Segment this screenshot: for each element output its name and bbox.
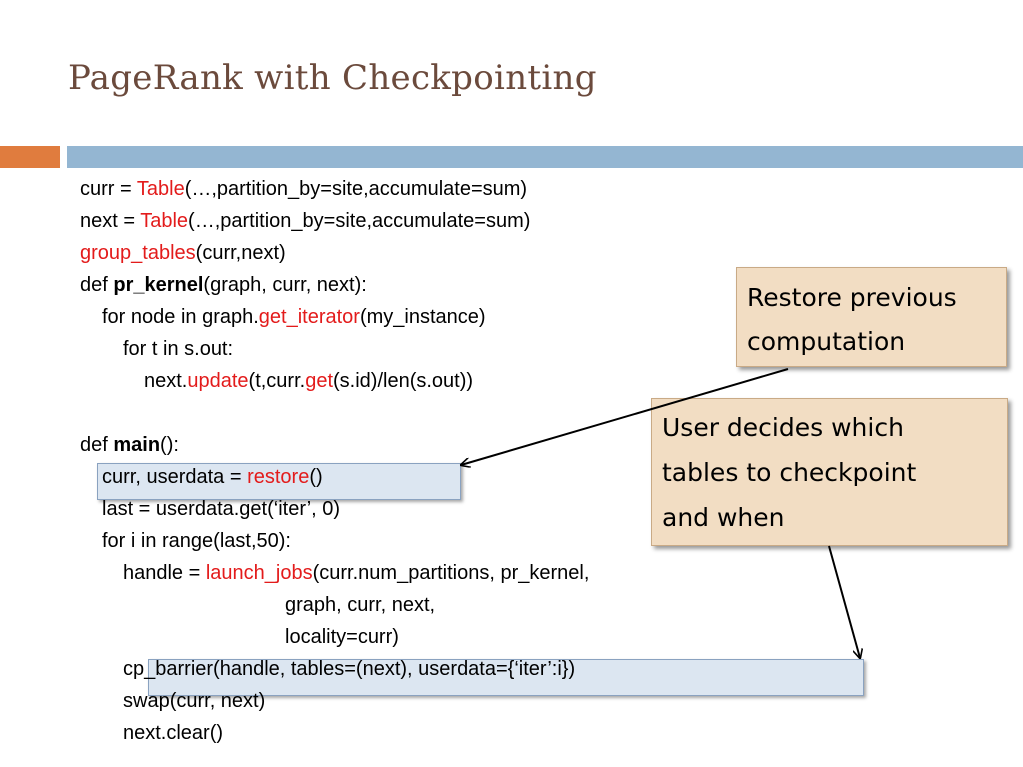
code-line: swap(curr, next) [80,685,589,717]
code-text: (graph, curr, next): [203,274,367,296]
code-text: def [80,274,114,296]
code-line: curr, userdata = restore() [80,461,589,493]
code-line: def pr_kernel(graph, curr, next): [80,269,589,301]
code-line: for t in s.out: [80,333,589,365]
checkpoint-arrow [828,545,860,658]
code-text: for i in range(last,50): [102,530,291,552]
code-text: (…,partition_by=site,accumulate=sum) [188,210,531,232]
code-blank-line [80,397,589,429]
code-line: group_tables(curr,next) [80,237,589,269]
code-line: cp_barrier(handle, tables=(next), userda… [80,653,589,685]
code-text: (curr.num_partitions, pr_kernel, [312,562,590,584]
accent-bar-blue [67,146,1023,168]
code-keyword: Table [140,210,189,232]
code-text: last = userdata.get(‘iter’, 0) [102,498,341,520]
code-text: (s.id)/len(s.out)) [333,370,474,392]
accent-bar-orange [0,146,60,168]
code-text: cp_barrier(handle, tables=(next), userda… [123,658,576,680]
code-text: next. [144,370,188,392]
code-text: () [309,466,323,488]
callout-line: Restore previous [747,283,957,312]
code-text: next.clear() [123,722,224,744]
code-text: (…,partition_by=site,accumulate=sum) [184,178,528,200]
code-text: swap(curr, next) [123,690,266,712]
code-keyword: update [187,370,249,392]
callout-restore: Restore previous computation [736,267,1007,367]
restore-highlight [97,463,461,500]
code-line: locality=curr) [80,621,589,653]
code-text: locality=curr) [285,626,399,648]
code-keyword: get_iterator [258,306,360,328]
code-keyword: group_tables [80,242,196,264]
code-block: curr = Table(…,partition_by=site,accumul… [80,173,589,749]
code-text: (my_instance) [359,306,486,328]
callout-line: and when [662,503,785,532]
code-line: for node in graph.get_iterator(my_instan… [80,301,589,333]
code-text: for t in s.out: [123,338,234,360]
callout-checkpoint: User decides which tables to checkpoint … [651,398,1008,546]
code-text: for node in graph. [102,306,259,328]
code-keyword: launch_jobs [205,562,313,584]
barrier-highlight [148,659,864,696]
code-keyword: restore [247,466,310,488]
code-line: for i in range(last,50): [80,525,589,557]
slide-title: PageRank with Checkpointing [68,58,597,98]
code-text: (): [160,434,179,456]
code-text: curr, userdata = [102,466,248,488]
code-line: curr = Table(…,partition_by=site,accumul… [80,173,589,205]
callout-line: tables to checkpoint [662,458,917,487]
code-line: handle = launch_jobs(curr.num_partitions… [80,557,589,589]
code-text: handle = [123,562,206,584]
code-function-name: main [113,434,161,456]
code-text: (t,curr. [248,370,306,392]
code-text: next = [80,210,141,232]
code-text: graph, curr, next, [285,594,436,616]
code-keyword: Table [136,178,185,200]
code-text: (curr,next) [195,242,286,264]
code-keyword: get [305,370,334,392]
code-text: def [80,434,114,456]
code-line: next.update(t,curr.get(s.id)/len(s.out)) [80,365,589,397]
code-line: next.clear() [80,717,589,749]
code-text: curr = [80,178,137,200]
code-line: graph, curr, next, [80,589,589,621]
code-line: next = Table(…,partition_by=site,accumul… [80,205,589,237]
code-function-name: pr_kernel [113,274,204,296]
code-line: def main(): [80,429,589,461]
callout-line: computation [747,327,906,356]
code-line: last = userdata.get(‘iter’, 0) [80,493,589,525]
callout-line: User decides which [662,413,904,442]
